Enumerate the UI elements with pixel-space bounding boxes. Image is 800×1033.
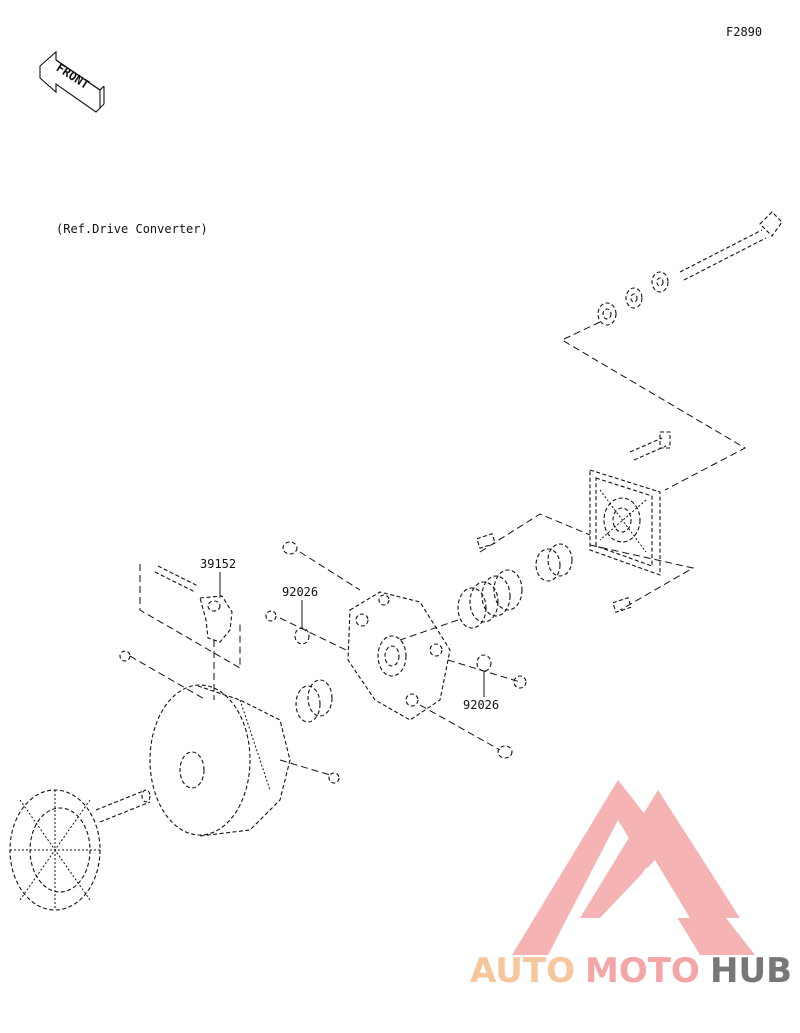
watermark-text-auto: AUTO <box>470 951 575 991</box>
reference-note: (Ref.Drive Converter) <box>56 222 208 236</box>
fan-impeller <box>9 789 101 911</box>
nut-upper-left <box>282 541 298 555</box>
watermark-triangle-icon <box>512 780 755 955</box>
front-label: FRONT <box>54 61 92 92</box>
bushing-right <box>535 543 573 582</box>
fixed-sheave <box>149 684 291 837</box>
dashed-leader-sheave <box>279 759 331 776</box>
weight-arm-39152 <box>199 595 233 643</box>
nut-lower <box>328 772 340 784</box>
figure-code: F2890 <box>726 25 762 39</box>
collar-left <box>295 679 333 723</box>
watermark-logo <box>512 780 755 955</box>
spring <box>457 569 523 629</box>
front-arrow-icon: FRONT <box>39 50 105 113</box>
dashed-frame-weight <box>139 564 241 669</box>
dashed-leader-spring <box>399 619 459 641</box>
watermark-text-hub: HUB <box>710 951 792 991</box>
dashed-leader-oring <box>279 617 347 651</box>
washer-1 <box>651 271 669 293</box>
nut-top <box>597 302 617 326</box>
watermark-inner-triangle-icon <box>580 790 740 918</box>
callout-92026-right: 92026 <box>463 698 499 712</box>
dashed-leader-right <box>589 544 695 611</box>
short-bolt <box>629 431 671 461</box>
dashed-leader-top <box>560 321 747 491</box>
dashed-leader-hub-bottom <box>419 704 501 751</box>
callout-39152: 39152 <box>200 557 236 571</box>
nut-far-left <box>119 650 131 662</box>
washer-2 <box>625 287 643 309</box>
callout-92026-left: 92026 <box>282 585 318 599</box>
pin-upper <box>476 533 496 549</box>
dashed-leader-nut-left <box>129 655 207 701</box>
weight-pin <box>154 565 199 593</box>
pin-lower <box>612 597 632 613</box>
o-ring-left <box>294 627 310 645</box>
drive-shaft <box>95 789 151 823</box>
nut-bottom <box>497 745 513 759</box>
nut-left-small <box>265 610 277 622</box>
spider-plate <box>589 469 661 576</box>
nut-right <box>513 675 527 689</box>
movable-hub <box>347 591 451 721</box>
dashed-frame-pins <box>479 513 591 553</box>
o-ring-right <box>476 654 492 672</box>
long-bolt <box>679 211 783 281</box>
dashed-leader-hub-top <box>299 551 361 591</box>
watermark-text-moto: MOTO <box>585 951 700 991</box>
